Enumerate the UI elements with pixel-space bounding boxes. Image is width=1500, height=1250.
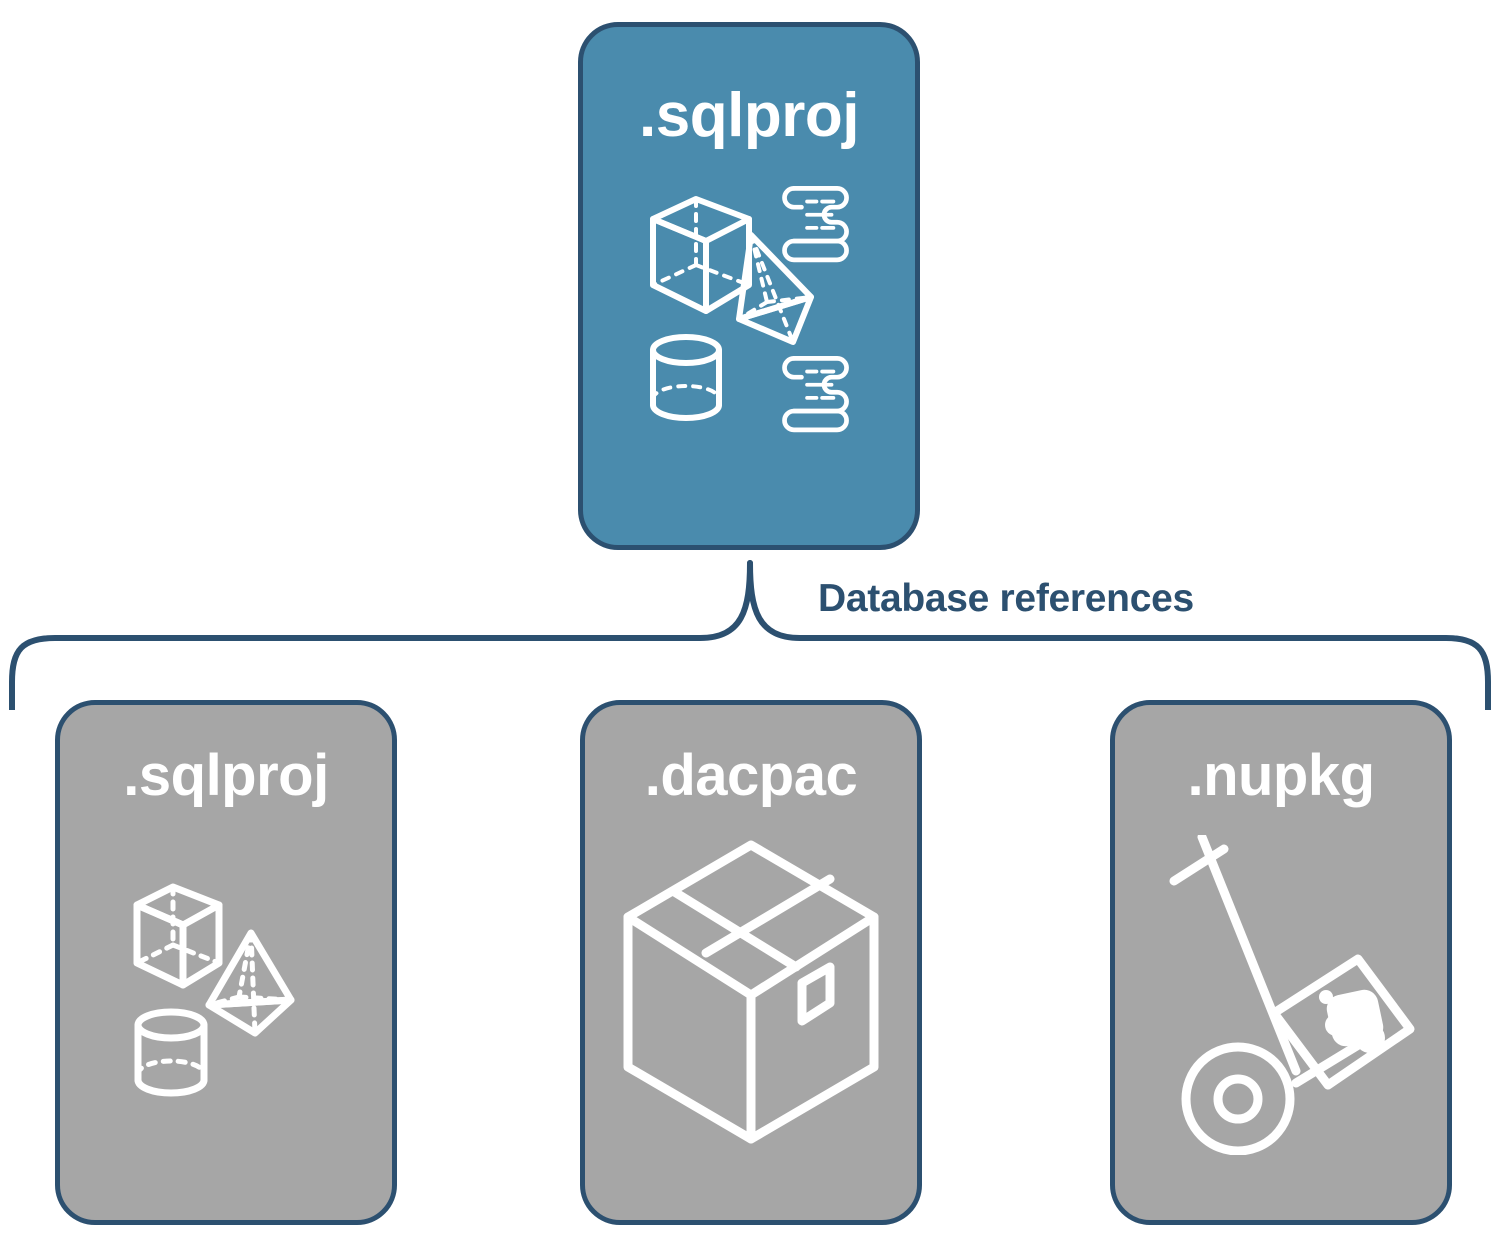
root-node-sqlproj[interactable]: .sqlproj	[578, 22, 920, 550]
reference-node-label: .sqlproj	[123, 743, 329, 808]
hand-truck-package-icon	[1169, 835, 1415, 1155]
reference-node-icon-group	[60, 865, 392, 1125]
reference-node-dacpac[interactable]: .dacpac	[580, 700, 922, 1225]
cylinder-wireframe-icon	[650, 334, 722, 421]
cylinder-wireframe-icon	[134, 1008, 208, 1097]
reference-node-sqlproj[interactable]: .sqlproj	[55, 700, 397, 1225]
root-node-icon-group	[583, 177, 915, 447]
database-references-brace	[9, 560, 1491, 710]
scroll-icon	[782, 186, 849, 263]
reference-node-label: .nupkg	[1187, 743, 1375, 808]
reference-node-icon-group	[585, 835, 917, 1165]
scroll-icon	[782, 356, 849, 433]
root-node-label: .sqlproj	[639, 81, 859, 150]
cube-wireframe-icon	[133, 883, 223, 989]
connector-label: Database references	[818, 577, 1194, 620]
pyramid-wireframe-icon	[205, 929, 295, 1037]
reference-node-label: .dacpac	[644, 743, 858, 808]
shipping-box-icon	[623, 840, 879, 1144]
reference-node-icon-group	[1115, 835, 1447, 1165]
pyramid-wireframe-icon	[736, 232, 814, 345]
reference-node-nupkg[interactable]: .nupkg	[1110, 700, 1452, 1225]
cube-wireframe-icon	[650, 196, 752, 314]
